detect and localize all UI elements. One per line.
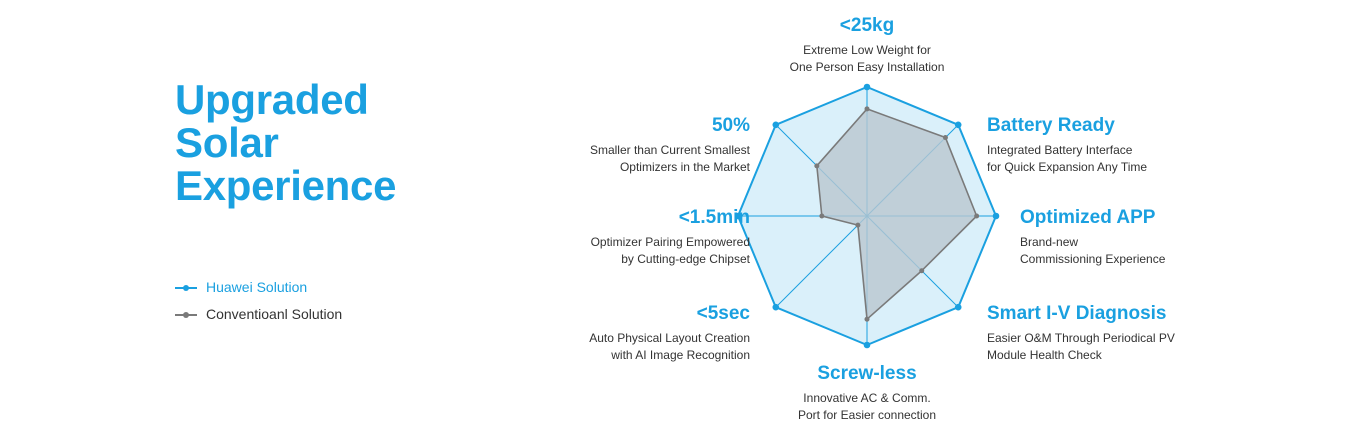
- huawei-point-8: [772, 121, 780, 129]
- huawei-point-5: [863, 341, 871, 349]
- axis-label-description: Integrated Battery Interface for Quick Ex…: [987, 142, 1147, 176]
- axis-label-description-line: Integrated Battery Interface: [987, 143, 1133, 157]
- axis-label-title: <5sec: [696, 303, 750, 324]
- axis-label-description-line: Smaller than Current Smallest: [589, 143, 750, 157]
- huawei-point-3: [992, 212, 1000, 220]
- conventional-point-6: [855, 222, 861, 228]
- huawei-point-4: [954, 303, 962, 311]
- legend-huawei-line-icon: [175, 285, 197, 291]
- axis-label-description-line: Optimizer Pairing Empowered: [590, 235, 750, 249]
- axis-label-description: Easier O&M Through Periodical PV Module H…: [987, 330, 1175, 364]
- axis-label-title: Screw-less: [817, 363, 917, 384]
- axis-label-title: Smart I-V Diagnosis: [987, 303, 1167, 324]
- axis-label-description: Optimizer Pairing Empowered by Cutting-ed…: [591, 234, 750, 268]
- axis-label-description-line: by Cutting-edge Chipset: [621, 252, 750, 266]
- axis-label-description-line: for Quick Expansion Any Time: [987, 160, 1148, 174]
- huawei-point-1: [863, 83, 871, 91]
- axis-label-description-line: Brand-new: [1020, 235, 1079, 249]
- conventional-point-8: [814, 163, 820, 169]
- title-line-1: Upgraded: [175, 76, 369, 123]
- axis-label-title: Optimized APP: [1020, 207, 1156, 228]
- axis-label-title: Battery Ready: [987, 115, 1115, 136]
- legend-item-conventional: Conventioanl Solution: [175, 304, 342, 331]
- legend-item-huawei: Huawei Solution: [175, 277, 342, 304]
- axis-label-description-line: Innovative AC & Comm.: [803, 391, 931, 405]
- axis-label-description-line: Easier O&M Through Periodical PV: [987, 331, 1175, 345]
- page-title: Upgraded Solar Experience: [175, 78, 475, 207]
- axis-label-description-line: Extreme Low Weight for: [803, 43, 931, 57]
- conventional-point-3: [974, 213, 980, 219]
- huawei-point-6: [772, 303, 780, 311]
- conventional-point-2: [942, 135, 948, 141]
- axis-label-description: Auto Physical Layout Creation with AI Ima…: [589, 330, 750, 364]
- legend-huawei-label: Huawei Solution: [206, 279, 308, 295]
- chart-legend: Huawei Solution Conventioanl Solution: [175, 277, 342, 331]
- axis-label-description-line: Commissioning Experience: [1020, 252, 1166, 266]
- axis-label-title: <1.5min: [678, 207, 750, 228]
- axis-label-description-line: Auto Physical Layout Creation: [589, 331, 750, 345]
- axis-label-description-line: with AI Image Recognition: [611, 348, 750, 362]
- conventional-point-7: [819, 213, 825, 219]
- title-line-2: Solar: [175, 119, 279, 166]
- legend-conventional-label: Conventioanl Solution: [206, 306, 343, 322]
- radar-spoke-6: [775, 215, 868, 308]
- legend-conventional-line-icon: [175, 312, 197, 318]
- axis-label-description-line: Optimizers in the Market: [619, 160, 750, 174]
- axis-label-description-line: Port for Easier connection: [797, 408, 937, 422]
- axis-label-description: Innovative AC & Comm. Port for Easier con…: [798, 390, 936, 424]
- axis-label-description-line: Module Health Check: [987, 348, 1102, 362]
- conventional-point-5: [864, 316, 870, 322]
- conventional-point-4: [919, 268, 925, 274]
- title-line-3: Experience: [175, 162, 397, 209]
- axis-label-title: 50%: [711, 115, 750, 136]
- huawei-point-7: [734, 212, 742, 220]
- axis-label-description-line: One Person Easy Installation: [789, 60, 945, 74]
- conventional-point-1: [864, 106, 870, 112]
- huawei-point-2: [954, 121, 962, 129]
- axis-label-title: <25kg: [839, 15, 895, 36]
